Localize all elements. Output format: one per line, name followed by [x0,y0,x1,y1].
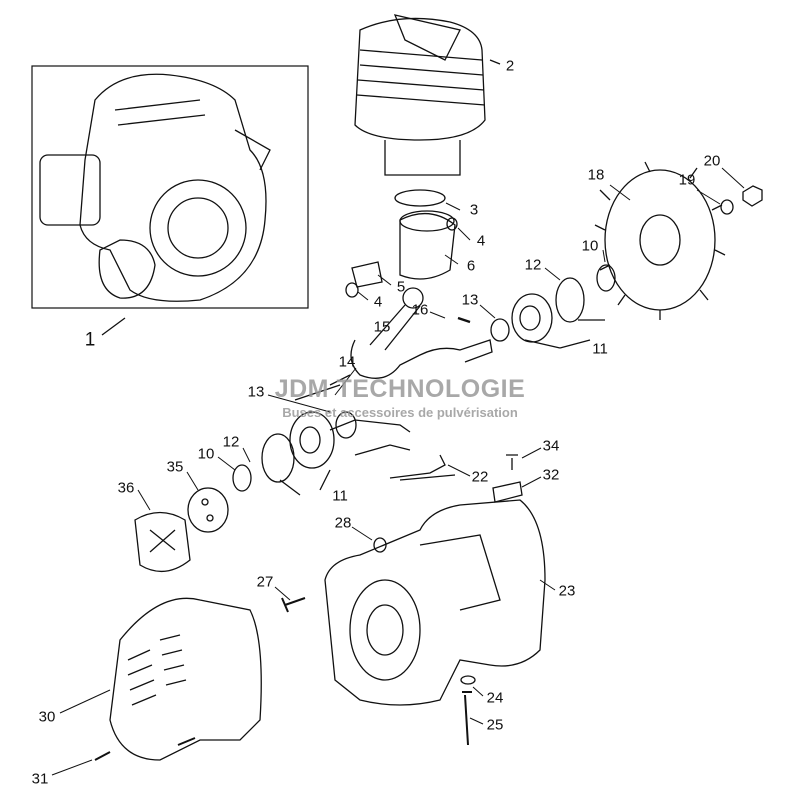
leader-lines [51,167,745,776]
part-label: 31 [31,770,49,788]
part-label-crankcase: 23 [558,582,576,600]
engine-assembly-illustration [39,73,271,302]
part-label-crankshaft: 14 [338,353,356,371]
piston-pin [351,261,383,288]
bearing [511,293,553,343]
flywheel [594,161,726,320]
piston [399,210,456,280]
part-label: 19 [678,171,696,189]
part-label: 22 [471,468,489,486]
cylinder [354,14,486,176]
part-label: 12 [222,433,240,451]
fan-cover [109,597,262,761]
part-label-fan-cover: 30 [38,708,56,726]
part-label: 35 [166,458,184,476]
part-label: 34 [542,437,560,455]
part-label: 15 [373,318,391,336]
part-label: 4 [476,232,486,250]
clutch-shoes [134,511,191,572]
part-label-piston: 6 [466,257,476,275]
watermark-title: JDM TECHNOLOGIE [274,375,526,403]
part-label: 16 [411,301,429,319]
part-label: 27 [256,573,274,591]
part-label: 3 [469,201,479,219]
crankcase [324,499,546,706]
watermark-subtitle: Buses et accessoires de pulvérisation [282,405,518,420]
part-label: 24 [486,689,504,707]
part-label: 5 [396,278,406,296]
part-label-flywheel: 18 [587,166,605,184]
part-label: 10 [197,445,215,463]
part-label-clutch: 36 [117,479,135,497]
part-label: 13 [247,383,265,401]
part-label: 13 [461,291,479,309]
part-label: 4 [373,293,383,311]
part-label: 20 [703,152,721,170]
part-label-engine-assembly: 1 [84,329,96,351]
part-label: 28 [334,514,352,532]
clutch-plate [187,487,229,533]
part-label: 10 [581,237,599,255]
part-label: 11 [592,340,608,358]
part-label: 25 [486,716,504,734]
part-label-cylinder: 2 [505,57,515,75]
bearing-left [289,411,335,469]
part-label: 12 [524,256,542,274]
engine-assembly-frame [31,65,309,309]
crankshaft [294,287,493,401]
part-label: 32 [542,466,560,484]
part-label: 11 [332,487,348,505]
